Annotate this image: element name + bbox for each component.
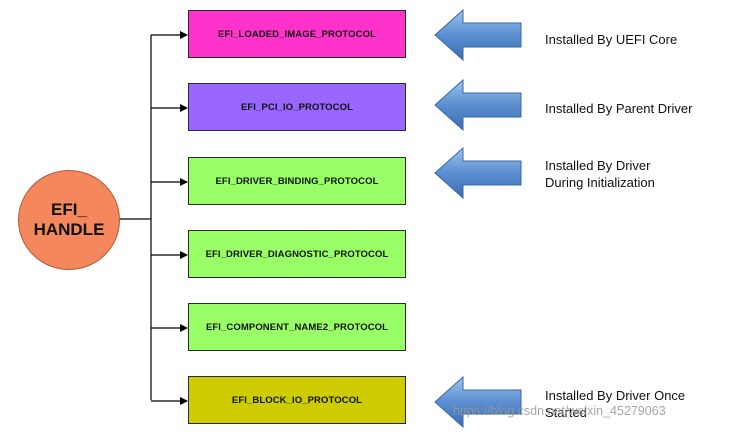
left-arrow-icon (434, 9, 522, 61)
protocol-box-loaded-image: EFI_LOADED_IMAGE_PROTOCOL (188, 10, 406, 58)
left-arrow-icon (434, 79, 522, 131)
protocol-label: EFI_DRIVER_BINDING_PROTOCOL (215, 175, 379, 187)
note-uefi-core: Installed By UEFI Core (545, 31, 677, 48)
protocol-label: EFI_LOADED_IMAGE_PROTOCOL (217, 28, 377, 40)
note-line: Installed By Driver (545, 158, 651, 173)
protocol-box-pci-io: EFI_PCI_IO_PROTOCOL (188, 83, 406, 131)
efi-handle-node: EFI_ HANDLE (18, 170, 120, 270)
note-line: Started (545, 405, 587, 420)
left-arrow-icon (434, 147, 522, 199)
note-line: During Initialization (545, 175, 655, 190)
note-driver-init: Installed By Driver During Initializatio… (545, 157, 655, 191)
note-line: Installed By Parent Driver (545, 101, 693, 116)
note-line: Installed By Driver Once (545, 388, 686, 403)
protocol-label: EFI_PCI_IO_PROTOCOL (240, 101, 354, 113)
protocol-label: EFI_DRIVER_DIAGNOSTIC_PROTOCOL (205, 248, 389, 260)
left-arrow-icon (434, 376, 522, 428)
handle-label-line2: HANDLE (33, 220, 105, 239)
handle-label-line1: EFI_ (51, 200, 87, 219)
note-line: Installed By UEFI Core (545, 32, 678, 47)
protocol-label: EFI_COMPONENT_NAME2_PROTOCOL (205, 321, 389, 333)
protocol-box-driver-binding: EFI_DRIVER_BINDING_PROTOCOL (188, 157, 406, 205)
protocol-box-driver-diagnostic: EFI_DRIVER_DIAGNOSTIC_PROTOCOL (188, 230, 406, 278)
protocol-box-block-io: EFI_BLOCK_IO_PROTOCOL (188, 376, 406, 424)
note-parent-driver: Installed By Parent Driver (545, 100, 692, 117)
note-driver-started: Installed By Driver Once Started (545, 387, 685, 421)
protocol-label: EFI_BLOCK_IO_PROTOCOL (231, 394, 363, 406)
protocol-box-component-name2: EFI_COMPONENT_NAME2_PROTOCOL (188, 303, 406, 351)
watermark-text: https://blog.csdn.net/weixin_45279063 (453, 404, 666, 418)
